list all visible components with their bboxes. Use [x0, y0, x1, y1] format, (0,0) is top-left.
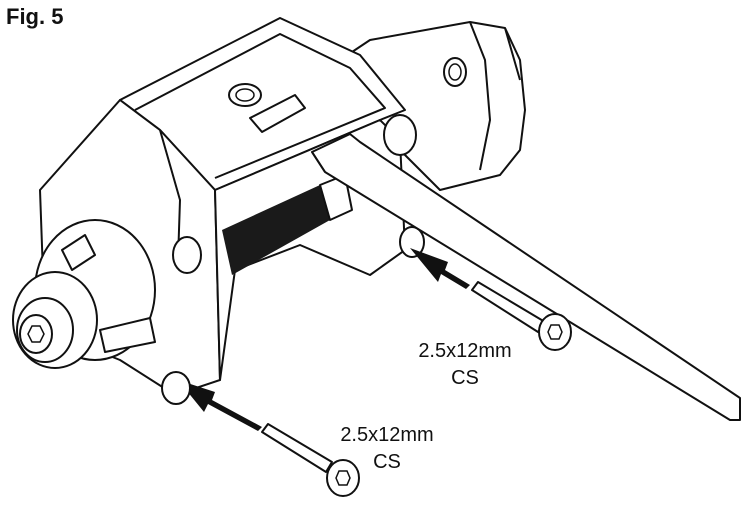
lower-screw-size: 2.5x12mm [340, 424, 434, 446]
lower-screw-icon [261, 423, 360, 497]
upper-screw-type: CS [451, 367, 479, 389]
upper-screw-size: 2.5x12mm [418, 340, 512, 362]
lower-screw-type: CS [373, 451, 401, 473]
front-knob [12, 219, 156, 369]
upper-screw-callout: 2.5x12mm CS [400, 338, 530, 392]
rod [311, 133, 741, 421]
lower-mounting-hole [161, 371, 191, 405]
upper-arrow-icon [410, 248, 470, 289]
lower-screw-callout: 2.5x12mm CS [322, 422, 452, 476]
threaded-shaft [222, 174, 353, 275]
figure-label: Fig. 5 [6, 4, 64, 29]
lower-arrow-icon [178, 380, 262, 431]
upper-screw-icon [471, 281, 572, 351]
